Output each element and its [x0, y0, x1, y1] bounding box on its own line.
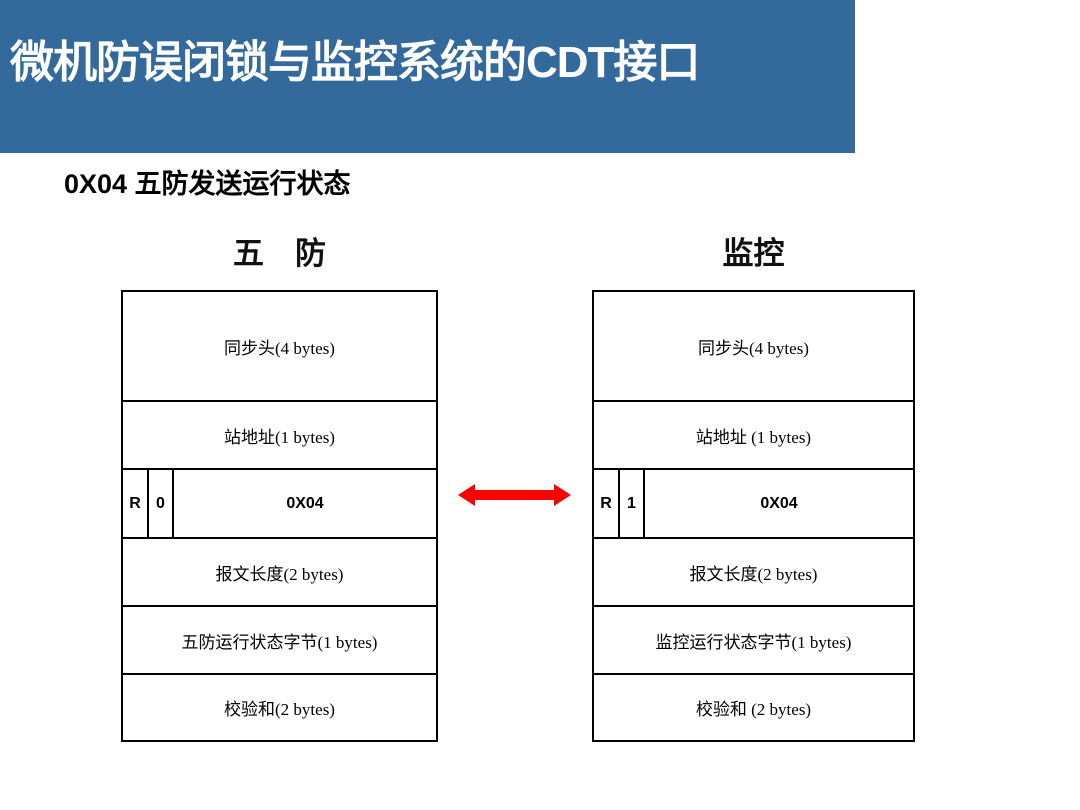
jiankong-flag-bit-cell: 1: [620, 470, 645, 537]
slide-title: 微机防误闭锁与监控系统的CDT接口: [10, 38, 700, 87]
title-bar: 微机防误闭锁与监控系统的CDT接口: [0, 0, 855, 153]
jiankong-frame: 同步头(4 bytes) 站地址 (1 bytes) R 1 0X04 报文长度…: [592, 290, 915, 742]
bidirectional-arrow-icon: [458, 484, 571, 506]
wufang-flag-r-cell: R: [123, 470, 149, 537]
jiankong-row-flag: R 1 0X04: [594, 468, 913, 537]
wufang-row-sync-header: 同步头(4 bytes): [224, 338, 335, 358]
jiankong-row-checksum: 校验和 (2 bytes): [594, 673, 913, 740]
wufang-function-code-cell: 0X04: [286, 494, 324, 512]
jiankong-row-run-status-byte: 监控运行状态字节(1 bytes): [594, 605, 913, 673]
wufang-row-run-status-byte: 五防运行状态字节(1 bytes): [123, 605, 436, 673]
jiankong-column-header: 监控: [722, 236, 785, 271]
jiankong-row-message-length: 报文长度(2 bytes): [594, 537, 913, 605]
wufang-row-flag: R 0 0X04: [123, 468, 436, 537]
wufang-frame: 同步头(4 bytes) 站地址(1 bytes) R 0 0X04 报文长度(…: [121, 290, 438, 742]
wufang-flag-bit-cell: 0: [149, 470, 174, 537]
wufang-column-header: 五 防: [233, 236, 326, 271]
jiankong-row-sync-header: 同步头(4 bytes): [698, 338, 809, 358]
jiankong-row-station-address: 站地址 (1 bytes): [594, 400, 913, 468]
arrow-shape: [458, 484, 571, 506]
jiankong-flag-r-cell: R: [594, 470, 620, 537]
wufang-row-message-length: 报文长度(2 bytes): [123, 537, 436, 605]
wufang-row-station-address: 站地址(1 bytes): [123, 400, 436, 468]
jiankong-function-code-cell: 0X04: [760, 494, 798, 512]
slide-subtitle: 0X04 五防发送运行状态: [64, 169, 351, 199]
wufang-row-checksum: 校验和(2 bytes): [123, 673, 436, 740]
